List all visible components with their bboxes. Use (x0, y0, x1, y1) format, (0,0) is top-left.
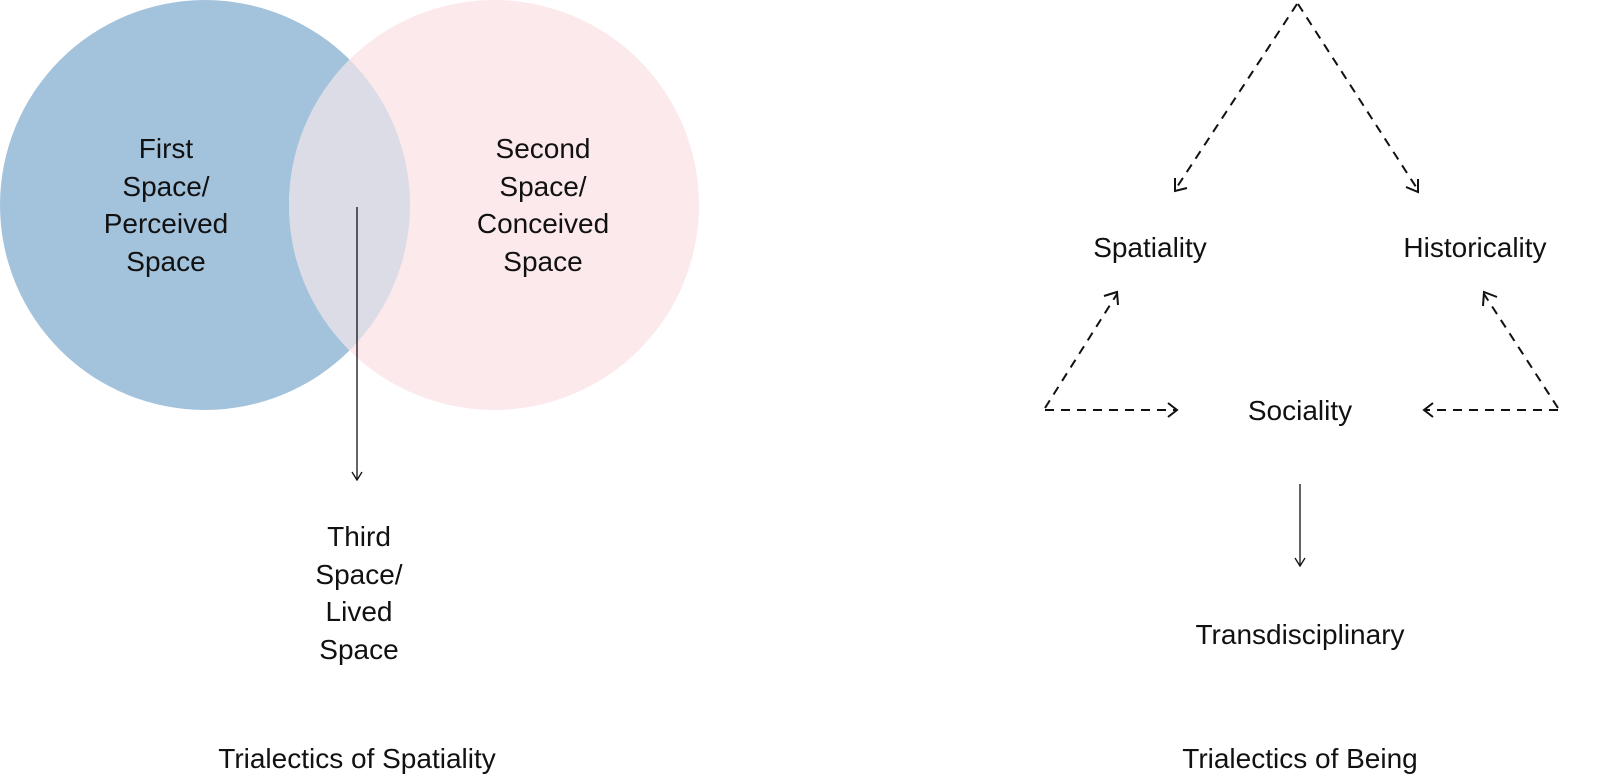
left-up-arrowhead (1103, 290, 1119, 306)
top-right-arrowhead (1405, 179, 1419, 194)
left-up-dashed-arrow (1044, 293, 1118, 409)
first-space-line-1: First (138, 133, 194, 164)
second-space-line-1: Second (495, 133, 591, 164)
right-left-arrowhead (1422, 402, 1434, 418)
spatiality-caption: Trialectics of Spatiality (218, 743, 496, 774)
left-right-arrowhead (1167, 402, 1179, 418)
first-space-line-2: Space/ (122, 170, 210, 202)
third-space-label: Third Space/ Lived Space (259, 518, 459, 668)
third-space-line-1: Third (327, 521, 391, 552)
top-left-arrowhead (1174, 178, 1188, 193)
second-space-line-3: Conceived (476, 208, 610, 239)
second-space-label: Second Space/ Conceived Space (443, 130, 643, 280)
third-space-arrow (351, 207, 363, 482)
first-space-label: First Space/ Perceived Space (66, 130, 266, 280)
second-space-line-4: Space (503, 245, 583, 277)
transdisciplinary-label: Transdisciplinary (1195, 619, 1405, 650)
third-space-line-4: Space (319, 633, 399, 665)
third-space-line-3: Lived (325, 596, 393, 627)
first-space-line-4: Space (126, 245, 206, 277)
being-caption: Trialectics of Being (1182, 743, 1418, 774)
historicality-node-label: Historicality (1403, 232, 1547, 263)
second-space-circle (289, 0, 699, 410)
spatiality-node-label: Spatiality (1093, 232, 1207, 263)
second-space-line-2: Space/ (499, 170, 587, 202)
third-space-line-2: Space/ (315, 558, 403, 590)
transdisciplinary-arrow (1294, 484, 1306, 568)
top-left-dashed-arrow (1174, 3, 1298, 191)
top-right-dashed-arrow (1297, 3, 1419, 191)
right-up-arrowhead (1482, 290, 1498, 307)
sociality-node-label: Sociality (1247, 395, 1353, 426)
right-up-dashed-arrow (1483, 293, 1559, 409)
first-space-line-3: Perceived (103, 208, 229, 239)
first-space-circle (0, 0, 410, 410)
